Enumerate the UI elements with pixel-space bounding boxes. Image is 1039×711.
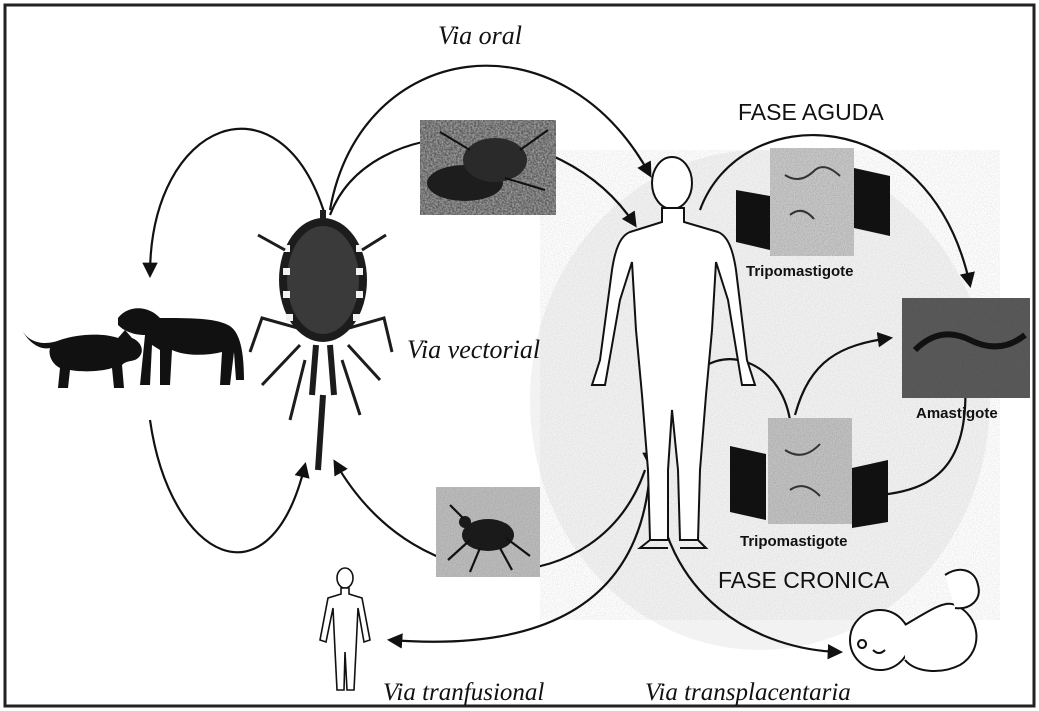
cat-silhouette-icon — [22, 330, 142, 388]
photo-vector-on-leaf — [420, 120, 556, 215]
label-fase-aguda: FASE AGUDA — [738, 99, 884, 125]
black-panel-left-chronic — [730, 446, 766, 520]
black-panel-right-chronic — [852, 460, 888, 528]
label-via-transplacentaria: Via transplacentaria — [645, 679, 851, 706]
label-amastigote: Amastigote — [916, 405, 998, 422]
photo-vector-nymph — [436, 487, 540, 577]
label-tripomastigote-bottom: Tripomastigote — [740, 533, 848, 550]
label-via-oral: Via oral — [438, 21, 522, 50]
label-via-tranfusional: Via tranfusional — [383, 679, 544, 706]
black-panel-left — [736, 190, 770, 250]
label-via-vectorial: Via vectorial — [407, 335, 540, 364]
label-fase-cronica: FASE CRONICA — [718, 567, 890, 593]
micrograph-amastigote — [902, 298, 1030, 398]
black-panel-right — [854, 168, 890, 236]
label-tripomastigote-top: Tripomastigote — [746, 263, 854, 280]
triatomine-bug-icon — [250, 210, 392, 470]
small-human-figure-icon — [320, 568, 370, 690]
